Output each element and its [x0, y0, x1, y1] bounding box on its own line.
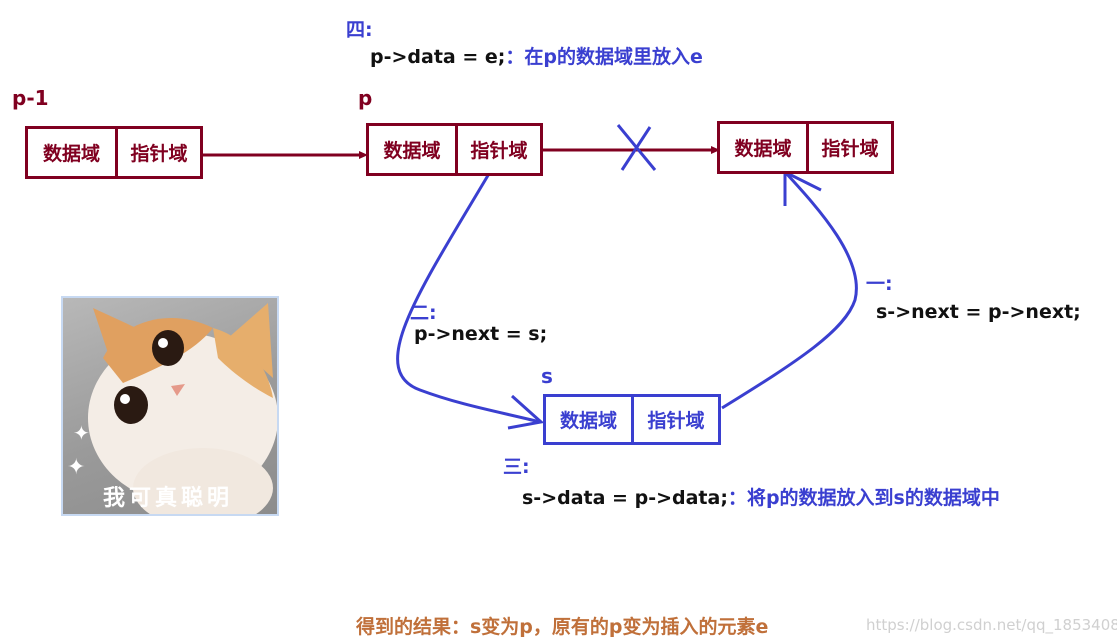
node-p-data-field: 数据域 [369, 126, 458, 173]
node-p-minus-1-data-field: 数据域 [28, 129, 118, 176]
node-next-pointer-field: 指针域 [809, 124, 891, 171]
step4-note: 在p的数据域里放入e [524, 46, 703, 68]
step4-separator: ： [505, 46, 524, 68]
label-s: s [541, 364, 553, 388]
broken-link-x-icon [618, 125, 655, 170]
step2-number: 二: [410, 298, 437, 325]
step3-number: 三: [503, 452, 530, 479]
step4-number: 四: [346, 15, 373, 42]
label-p-minus-1: p-1 [12, 86, 49, 110]
node-p-minus-1: 数据域 指针域 [25, 126, 203, 179]
step4-code: p->data = e; [370, 46, 505, 68]
step1-code: s->next = p->next; [876, 301, 1081, 323]
cat-caption: 我可真聪明 [103, 480, 233, 512]
step3-code: s->data = p->data; [522, 487, 728, 509]
svg-text:✦: ✦ [67, 455, 85, 480]
step3-note: 将p的数据放入到s的数据域中 [747, 487, 1000, 509]
step4-line: p->data = e;：在p的数据域里放入e [370, 42, 703, 69]
curve-p-to-s-arrowhead [508, 396, 541, 428]
step3-separator: ： [728, 487, 747, 509]
step3-line: s->data = p->data;：将p的数据放入到s的数据域中 [522, 483, 1000, 510]
watermark: https://blog.csdn.net/qq_18534081 [866, 616, 1117, 634]
svg-text:✦: ✦ [73, 421, 90, 445]
label-p: p [358, 86, 372, 110]
curve-s-to-next [722, 172, 856, 408]
node-next: 数据域 指针域 [717, 121, 894, 174]
node-next-data-field: 数据域 [720, 124, 809, 171]
node-p: 数据域 指针域 [366, 123, 543, 176]
curve-p-to-s [398, 172, 540, 422]
node-s: 数据域 指针域 [543, 394, 721, 445]
node-p-pointer-field: 指针域 [458, 126, 540, 173]
step1-number: 一: [866, 269, 893, 296]
step2-code: p->next = s; [414, 323, 547, 345]
result-text: 得到的结果：s变为p，原有的p变为插入的元素e [356, 612, 768, 639]
node-s-pointer-field: 指针域 [634, 397, 718, 442]
node-p-minus-1-pointer-field: 指针域 [118, 129, 200, 176]
node-s-data-field: 数据域 [546, 397, 634, 442]
cat-meme-image: ✦ ✦ 我可真聪明 [61, 296, 279, 516]
